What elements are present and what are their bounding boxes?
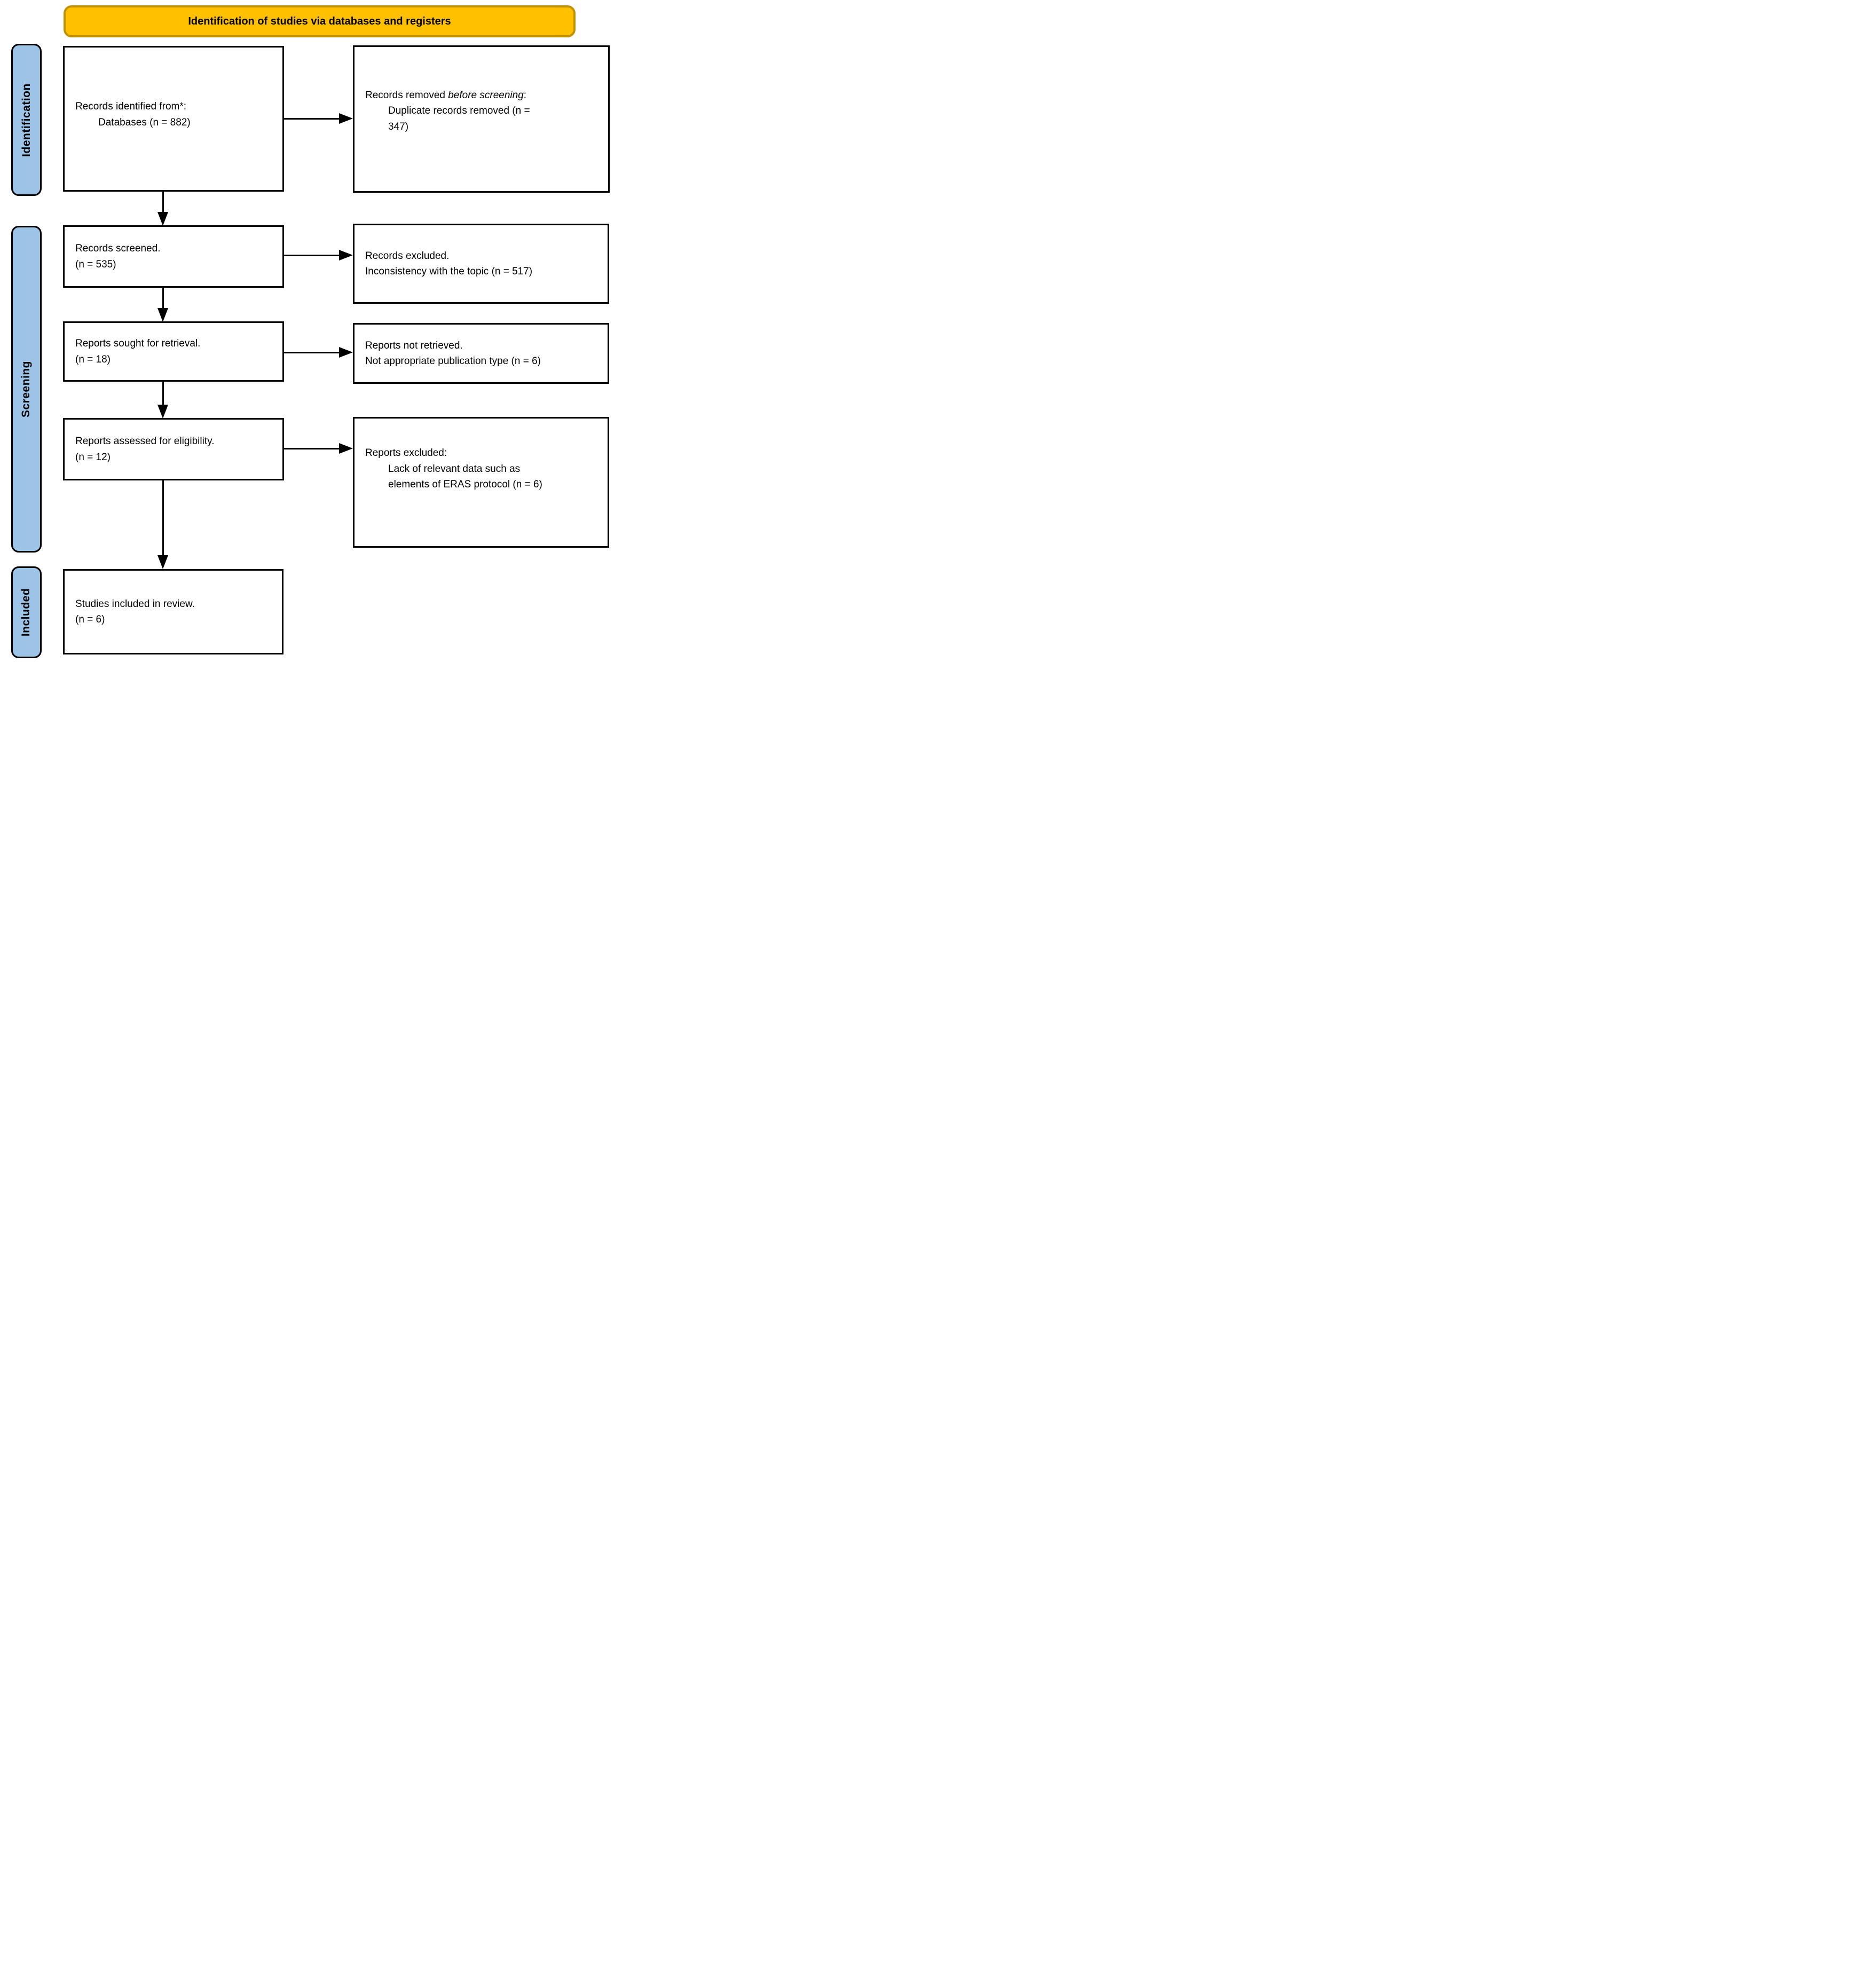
arrow-identified-to-removed-line: [284, 118, 340, 120]
arrow-sought-to-not-retrieved-line: [284, 352, 340, 353]
box-line: Reports sought for retrieval.: [75, 338, 201, 350]
box-records-identified: Records identified from*: Databases (n =…: [63, 46, 284, 192]
box-line: 347): [388, 121, 409, 132]
box-line: Records identified from*:: [75, 101, 187, 113]
box-line: Reports assessed for eligibility.: [75, 436, 215, 447]
box-line-text: Records removed: [365, 89, 448, 101]
box-records-excluded: Records excluded. Inconsistency with the…: [353, 224, 609, 304]
arrow-screened-to-excluded-line: [284, 255, 340, 256]
box-line: Records excluded.: [365, 250, 450, 262]
box-line: (n = 535): [75, 258, 116, 270]
box-line: Duplicate records removed (n =: [388, 105, 530, 117]
arrow-assessed-to-included-head: [157, 555, 168, 569]
box-line: Records removed before screening:: [365, 88, 603, 103]
stage-bar-screening: Screening: [11, 226, 42, 553]
box-line: Reports excluded:: [365, 447, 447, 459]
box-line: Reports not retrieved.: [365, 340, 463, 351]
box-line: elements of ERAS protocol (n = 6): [388, 479, 542, 491]
box-line: Lack of relevant data such as: [388, 463, 521, 475]
box-reports-sought: Reports sought for retrieval. (n = 18): [63, 321, 284, 382]
box-line: Studies included in review.: [75, 598, 195, 610]
box-line: (n = 18): [75, 353, 111, 365]
box-reports-not-retrieved: Reports not retrieved. Not appropriate p…: [353, 323, 609, 384]
arrow-screened-to-sought-head: [157, 308, 168, 322]
stage-label-included: Included: [20, 588, 33, 637]
box-line-italic-text: before screening: [448, 89, 524, 101]
arrow-sought-to-assessed-line: [162, 382, 164, 406]
stage-bar-identification: Identification: [11, 44, 42, 196]
box-reports-excluded: Reports excluded: Lack of relevant data …: [353, 417, 609, 548]
arrow-identified-to-screened-head: [157, 212, 168, 226]
box-line: Records screened.: [75, 243, 161, 255]
box-line: Databases (n = 882): [98, 116, 191, 128]
arrow-sought-to-assessed-head: [157, 405, 168, 419]
arrow-assessed-to-excluded-head: [339, 443, 353, 454]
box-records-removed-before-screening: Records removed before screening: Duplic…: [353, 45, 610, 193]
arrow-assessed-to-included-line: [162, 480, 164, 556]
stage-bar-included: Included: [11, 566, 42, 658]
arrow-identified-to-removed-head: [339, 113, 353, 124]
box-line: (n = 6): [75, 614, 105, 625]
arrow-screened-to-excluded-head: [339, 250, 353, 261]
box-line: (n = 12): [75, 451, 111, 463]
stage-label-screening: Screening: [20, 360, 33, 418]
box-studies-included: Studies included in review. (n = 6): [63, 569, 283, 654]
box-line: Inconsistency with the topic (n = 517): [365, 266, 533, 277]
arrow-assessed-to-excluded-line: [284, 448, 340, 449]
box-reports-assessed: Reports assessed for eligibility. (n = 1…: [63, 418, 284, 480]
arrow-sought-to-not-retrieved-head: [339, 347, 353, 358]
arrow-identified-to-screened-line: [162, 192, 164, 212]
box-records-screened: Records screened. (n = 535): [63, 225, 284, 288]
prisma-flow-diagram: Identification of studies via databases …: [0, 0, 620, 663]
banner-identification-of-studies: Identification of studies via databases …: [64, 5, 576, 37]
box-line: Not appropriate publication type (n = 6): [365, 356, 541, 367]
stage-label-identification: Identification: [20, 83, 33, 157]
arrow-screened-to-sought-line: [162, 288, 164, 309]
box-line-text: :: [523, 89, 527, 101]
banner-label: Identification of studies via databases …: [188, 15, 451, 27]
